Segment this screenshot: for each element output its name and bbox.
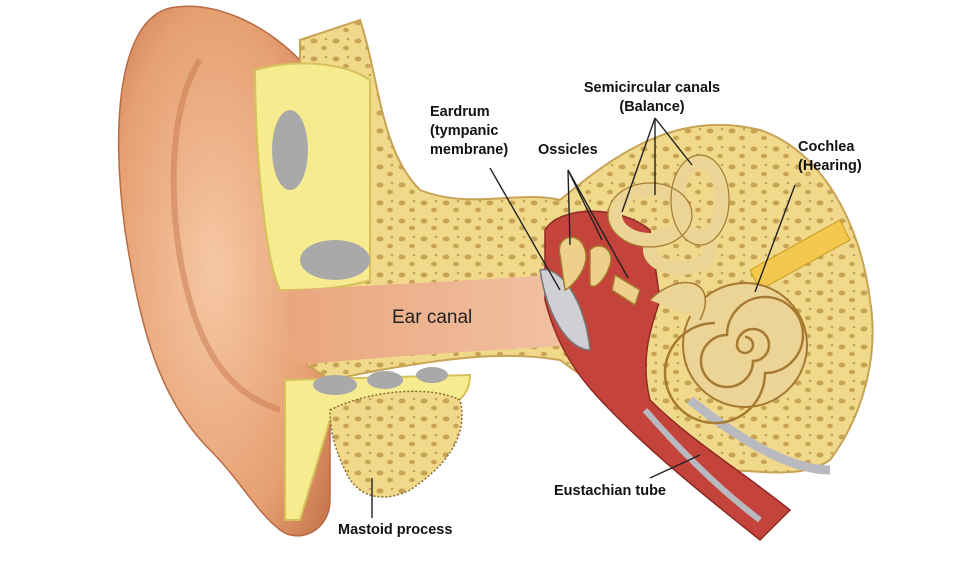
- label-text: (Hearing): [798, 158, 862, 174]
- label-ear-canal: Ear canal: [392, 307, 473, 328]
- label-eardrum: Eardrum (tympanic membrane): [430, 103, 508, 160]
- eardrum: [539, 268, 591, 351]
- eustachian-tube-wall: [687, 396, 831, 475]
- label-text: membrane): [430, 142, 509, 158]
- mastoid-process: [329, 390, 463, 498]
- label-text: Cochlea: [798, 139, 855, 155]
- ear-canal: [287, 275, 575, 365]
- label-mastoid-process: Mastoid process: [338, 522, 453, 538]
- label-text: Eardrum: [430, 104, 490, 120]
- label-semicircular-canals: Semicircular canals (Balance): [572, 79, 732, 117]
- label-text: (Balance): [619, 99, 685, 115]
- middle-ear: [544, 210, 792, 542]
- leader-lines: [371, 117, 796, 518]
- ossicles: [558, 236, 641, 307]
- label-eustachian-tube: Eustachian tube: [554, 483, 666, 499]
- label-text: (tympanic: [430, 123, 499, 139]
- label-ossicles: Ossicles: [538, 142, 598, 158]
- cochlea: [663, 282, 808, 425]
- label-cochlea: Cochlea (Hearing): [798, 138, 862, 176]
- label-text: Semicircular canals: [583, 80, 721, 96]
